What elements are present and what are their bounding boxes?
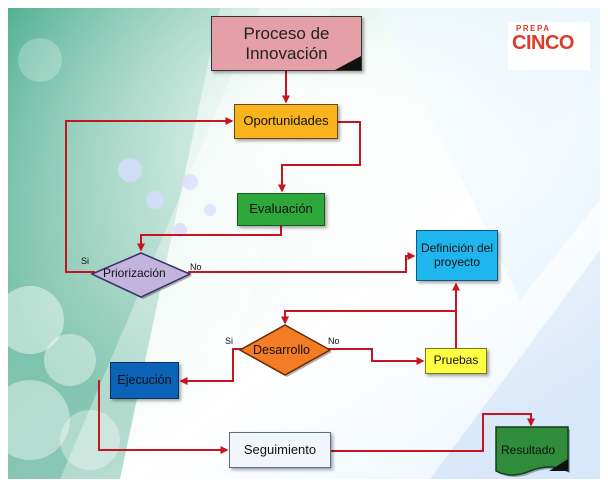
desarrollo-yes-label: Si [225, 336, 234, 346]
node-evaluacion-label: Evaluación [249, 201, 313, 217]
node-desarrollo-label: Desarrollo [253, 343, 310, 357]
node-evaluacion: Evaluación [237, 193, 325, 226]
node-priorizacion-label: Priorización [103, 266, 166, 280]
desarrollo-no-label: No [328, 336, 340, 346]
node-definicion-label: Definición del proyecto [420, 240, 494, 269]
node-oportunidades-label: Oportunidades [243, 113, 329, 129]
arrow-loop-to-desarrollo [281, 310, 456, 325]
arrow-priorizacion-no-to-definicion [188, 252, 416, 273]
node-definicion: Definición del proyecto [416, 230, 498, 281]
arrow-desarrollo-si-to-ejecucion [179, 348, 242, 385]
priorizacion-no-label: No [190, 262, 202, 272]
node-oportunidades: Oportunidades [234, 104, 338, 139]
arrow-seguimiento-to-resultado [331, 413, 535, 452]
node-resultado-label: Resultado [501, 443, 556, 457]
node-seguimiento: Seguimiento [229, 432, 331, 468]
arrow-desarrollo-no-to-pruebas [328, 348, 425, 365]
arrow-oportunidades-to-evaluacion [278, 121, 361, 193]
logo-main-text: CINCO [512, 32, 574, 54]
arrow-ejecucion-to-seguimiento [98, 380, 229, 454]
node-ejecucion-label: Ejecución [117, 373, 172, 388]
logo-top-text: PREPA [516, 24, 551, 33]
prepa-cinco-logo: PREPA CINCO [508, 22, 590, 70]
priorizacion-yes-label: Si [81, 256, 90, 266]
desarrollo-diamond [238, 324, 332, 377]
resultado-document [495, 426, 570, 477]
title-corner-accent [335, 56, 361, 70]
node-ejecucion: Ejecución [110, 362, 179, 399]
arrow-priorizacion-si-loop [65, 117, 234, 273]
node-seguimiento-label: Seguimiento [243, 441, 317, 457]
priorizacion-diamond [90, 252, 192, 299]
node-pruebas: Pruebas [425, 348, 487, 374]
node-pruebas-label: Pruebas [433, 353, 479, 368]
title-box: Proceso de Innovación [211, 16, 362, 71]
arrow-evaluacion-to-priorizacion [137, 226, 282, 252]
diagram-title: Proceso de Innovación [243, 23, 330, 63]
